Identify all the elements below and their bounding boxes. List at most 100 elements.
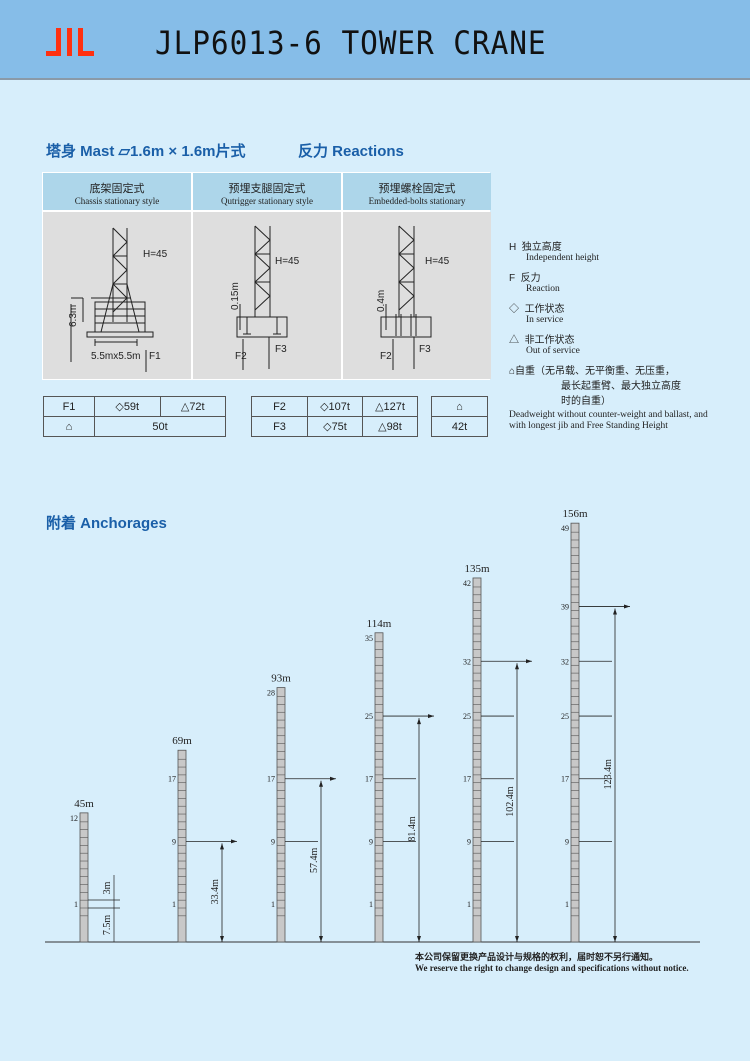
label-en: Independent height <box>526 253 600 263</box>
dimension-label: 81.4m <box>407 816 418 842</box>
cell: ◇75t <box>307 416 363 437</box>
section-number: 42 <box>463 579 471 588</box>
section-number: 9 <box>467 837 471 846</box>
dimension-label: 33.4m <box>210 879 221 905</box>
cell: 42t <box>431 416 488 437</box>
section-number: 1 <box>172 900 176 909</box>
section-number: 39 <box>561 602 569 611</box>
h-label: H=45 <box>143 249 168 260</box>
section-number: 17 <box>267 775 275 784</box>
force-label: F3 <box>419 344 431 355</box>
cell: △72t <box>159 396 226 417</box>
deadweight-icon: ⌂ <box>431 396 488 417</box>
dimension-label: 3m <box>102 881 113 894</box>
label-cn: 工作状态 <box>524 304 565 315</box>
cell: △98t <box>362 416 418 437</box>
symbol: H <box>509 242 517 253</box>
disclaimer-cn: 本公司保留更换产品设计与规格的权利，届时恕不另行通知。 <box>415 952 659 962</box>
force-label: F3 <box>275 344 287 355</box>
deadweight-icon: ⌂ <box>43 416 95 437</box>
section-number: 9 <box>271 837 275 846</box>
chassis-diagram: H=45 6.3m 5.5mx5.5m F1 <box>43 212 191 379</box>
arrow-icon <box>526 659 532 664</box>
h-label: H=45 <box>425 256 450 267</box>
section-number: 1 <box>74 900 78 909</box>
section-number: 32 <box>561 657 569 666</box>
tower-height-label: 93m <box>271 673 291 685</box>
anchorages-title: 附着 Anchorages <box>46 515 167 532</box>
mast-section-title: 塔身 Mast ▱1.6m × 1.6m片式 <box>46 143 246 160</box>
section-number: 9 <box>172 837 176 846</box>
section-number: 12 <box>70 814 78 823</box>
section-number: 25 <box>463 712 471 721</box>
section-number: 1 <box>369 900 373 909</box>
label-cn: 底架固定式 <box>89 183 145 195</box>
label-cn: 非工作状态 <box>524 335 575 346</box>
bolts-diagram: H=45 0.4m F2 F3 <box>343 212 491 379</box>
label-en: Out of service <box>526 346 580 356</box>
arrow-icon <box>624 604 630 609</box>
disclaimer-en: We reserve the right to change design an… <box>415 963 689 973</box>
reaction-table-f1: F1◇59t△72t ⌂50t <box>43 396 226 437</box>
anchorage-diagram: 45m1123m7.5m69m191733.4m93m19172857.4m11… <box>45 508 700 943</box>
cell: F2 <box>251 396 308 417</box>
cell: ◇107t <box>307 396 363 417</box>
symbol: F <box>509 273 516 284</box>
label-en: Reaction <box>526 284 560 294</box>
legend-deadweight: ⌂自重（无吊载、无平衡重、无压重， 最长起重臂、最大独立高度 时的自重） Dea… <box>509 362 719 432</box>
section-number: 28 <box>267 689 275 698</box>
reaction-table-weight: ⌂ 42t <box>431 396 488 437</box>
section-number: 9 <box>369 837 373 846</box>
arrow-icon <box>231 839 237 844</box>
label-en: In service <box>526 315 564 325</box>
tower-height-label: 135m <box>464 563 490 575</box>
tower-height-label: 114m <box>367 618 392 630</box>
label-en: Qutrigger stationary style <box>221 196 313 206</box>
cell: F3 <box>251 416 308 437</box>
reactions-title: 反力 Reactions <box>298 143 404 160</box>
label-cn: 反力 <box>520 273 541 284</box>
label-cn: 预埋螺栓固定式 <box>378 183 456 195</box>
force-label: F2 <box>235 351 247 362</box>
mast-tower <box>472 577 482 943</box>
outrigger-diagram: H=45 0.15m F2 F3 <box>193 212 341 379</box>
dimension-label: 7.5m <box>102 915 113 936</box>
mast-tower <box>374 632 384 943</box>
section-number: 9 <box>565 837 569 846</box>
force-label: F1 <box>149 351 161 362</box>
cell: F1 <box>43 396 95 417</box>
section-number: 35 <box>365 634 373 643</box>
section-number: 25 <box>365 712 373 721</box>
section-number: 17 <box>168 775 176 784</box>
cell: ◇59t <box>94 396 161 417</box>
section-number: 25 <box>561 712 569 721</box>
label-en: Embedded-bolts stationary <box>368 196 466 206</box>
reaction-table-f2-f3: F2◇107t△127t F3◇75t△98t <box>251 396 418 437</box>
section-number: 1 <box>565 900 569 909</box>
h-label: H=45 <box>275 256 300 267</box>
dimension-label: 123.4m <box>603 759 614 790</box>
section-number: 1 <box>467 900 471 909</box>
dim-label: 5.5mx5.5m <box>91 351 140 362</box>
label-cn: 独立高度 <box>521 242 562 253</box>
mast-tower <box>570 522 580 943</box>
mast-tower <box>177 749 187 943</box>
mast-tower <box>276 687 286 943</box>
cell: △127t <box>362 396 418 417</box>
label-en: Chassis stationary style <box>74 196 160 206</box>
label-cn: 预埋支腿固定式 <box>228 183 306 195</box>
diamond-icon: ◇ <box>509 304 519 315</box>
dimension-label: 102.4m <box>505 786 516 817</box>
dim-label: 0.15m <box>230 282 241 310</box>
section-number: 32 <box>463 657 471 666</box>
dim-label: 0.4m <box>376 290 387 312</box>
mast-tower <box>79 812 89 943</box>
label-cn: 自重（无吊载、无平衡重、无压重， <box>515 366 676 377</box>
